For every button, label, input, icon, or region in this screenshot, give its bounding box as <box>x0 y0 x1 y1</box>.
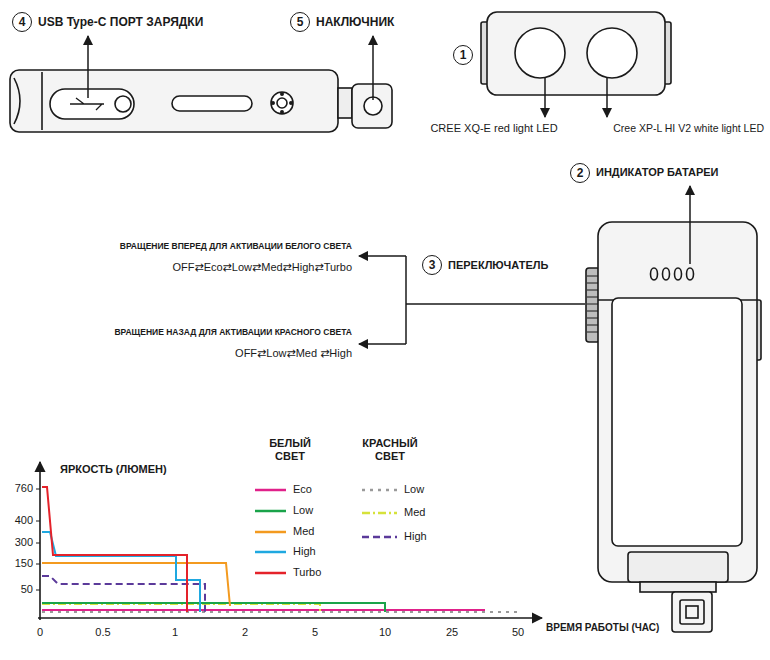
note-text: ВРАЩЕНИЕ ВПЕРЕД ДЛЯ АКТИВАЦИИ БЕЛОГО СВЕ… <box>120 241 352 251</box>
tick-label: 2 <box>242 626 248 639</box>
tick-label: 1 <box>172 626 178 639</box>
legend-text: Med <box>293 525 314 538</box>
legend-heading: БЕЛЫЙ СВЕТ <box>259 437 321 463</box>
callout-circle: 2 <box>570 163 590 183</box>
legend-text: Med <box>404 506 425 519</box>
axis-title: ВРЕМЯ РАБОТЫ (ЧАС) <box>546 622 659 634</box>
tick-label: 0.5 <box>95 626 110 639</box>
tick-label: 50 <box>512 626 524 639</box>
tick-label: 10 <box>379 626 391 639</box>
legend-text: Low <box>404 483 424 496</box>
tick-label: 0 <box>37 626 43 639</box>
leader-line <box>372 36 374 100</box>
callout-number: 4 <box>19 16 26 28</box>
tick-label: 50 <box>21 583 33 596</box>
callout-circle: 1 <box>453 45 473 65</box>
part-label: ПЕРЕКЛЮЧАТЕЛЬ <box>448 259 548 272</box>
switch-bracket <box>359 256 585 344</box>
tick-label: 760 <box>15 482 33 495</box>
chart-curves <box>42 487 520 612</box>
legend-samples <box>255 490 397 573</box>
legend-text: High <box>404 530 427 543</box>
body-front-view <box>586 222 761 632</box>
tick-label: 5 <box>312 626 318 639</box>
part-label: ИНДИКАТОР БАТАРЕИ <box>596 166 719 179</box>
legend-text: High <box>293 545 316 558</box>
legend-text: Low <box>293 504 313 517</box>
tick-label: 400 <box>15 514 33 527</box>
chart-axes <box>36 462 542 620</box>
callout-circle: 5 <box>290 12 310 32</box>
callout-number: 5 <box>297 16 304 28</box>
callout-number: 1 <box>460 49 467 61</box>
legend-text: Turbo <box>293 566 321 579</box>
tick-label: 25 <box>446 626 458 639</box>
leader-line <box>606 78 608 117</box>
leader-line <box>87 36 89 98</box>
callout-number: 3 <box>429 259 436 271</box>
head-front-view <box>481 12 671 95</box>
mode-sequence: OFF⇄Eco⇄Low⇄Med⇄High⇄Turbo <box>172 261 352 274</box>
part-label: USB Type-C ПОРТ ЗАРЯДКИ <box>38 15 203 29</box>
tick-label: 150 <box>15 557 33 570</box>
mode-sequence: OFF⇄Low⇄Med ⇄High <box>235 347 352 360</box>
part-label: НАКЛЮЧНИК <box>316 15 394 29</box>
callout-circle: 3 <box>422 255 442 275</box>
legend-heading: КРАСНЫЙ СВЕТ <box>354 437 426 463</box>
leader-line <box>689 186 691 264</box>
callout-circle: 4 <box>12 12 32 32</box>
callout-number: 2 <box>577 167 584 179</box>
led-label: Cree XP-L HI V2 white light LED <box>613 122 764 135</box>
side-view <box>10 70 392 132</box>
led-label: CREE XQ-E red light LED <box>430 122 557 135</box>
leader-line <box>544 78 546 117</box>
axis-title: ЯРКОСТЬ (ЛЮМЕН) <box>60 463 167 476</box>
tick-label: 300 <box>15 536 33 549</box>
legend-text: Eco <box>293 483 312 496</box>
note-text: ВРАЩЕНИЕ НАЗАД ДЛЯ АКТИВАЦИИ КРАСНОГО СВ… <box>114 327 352 337</box>
